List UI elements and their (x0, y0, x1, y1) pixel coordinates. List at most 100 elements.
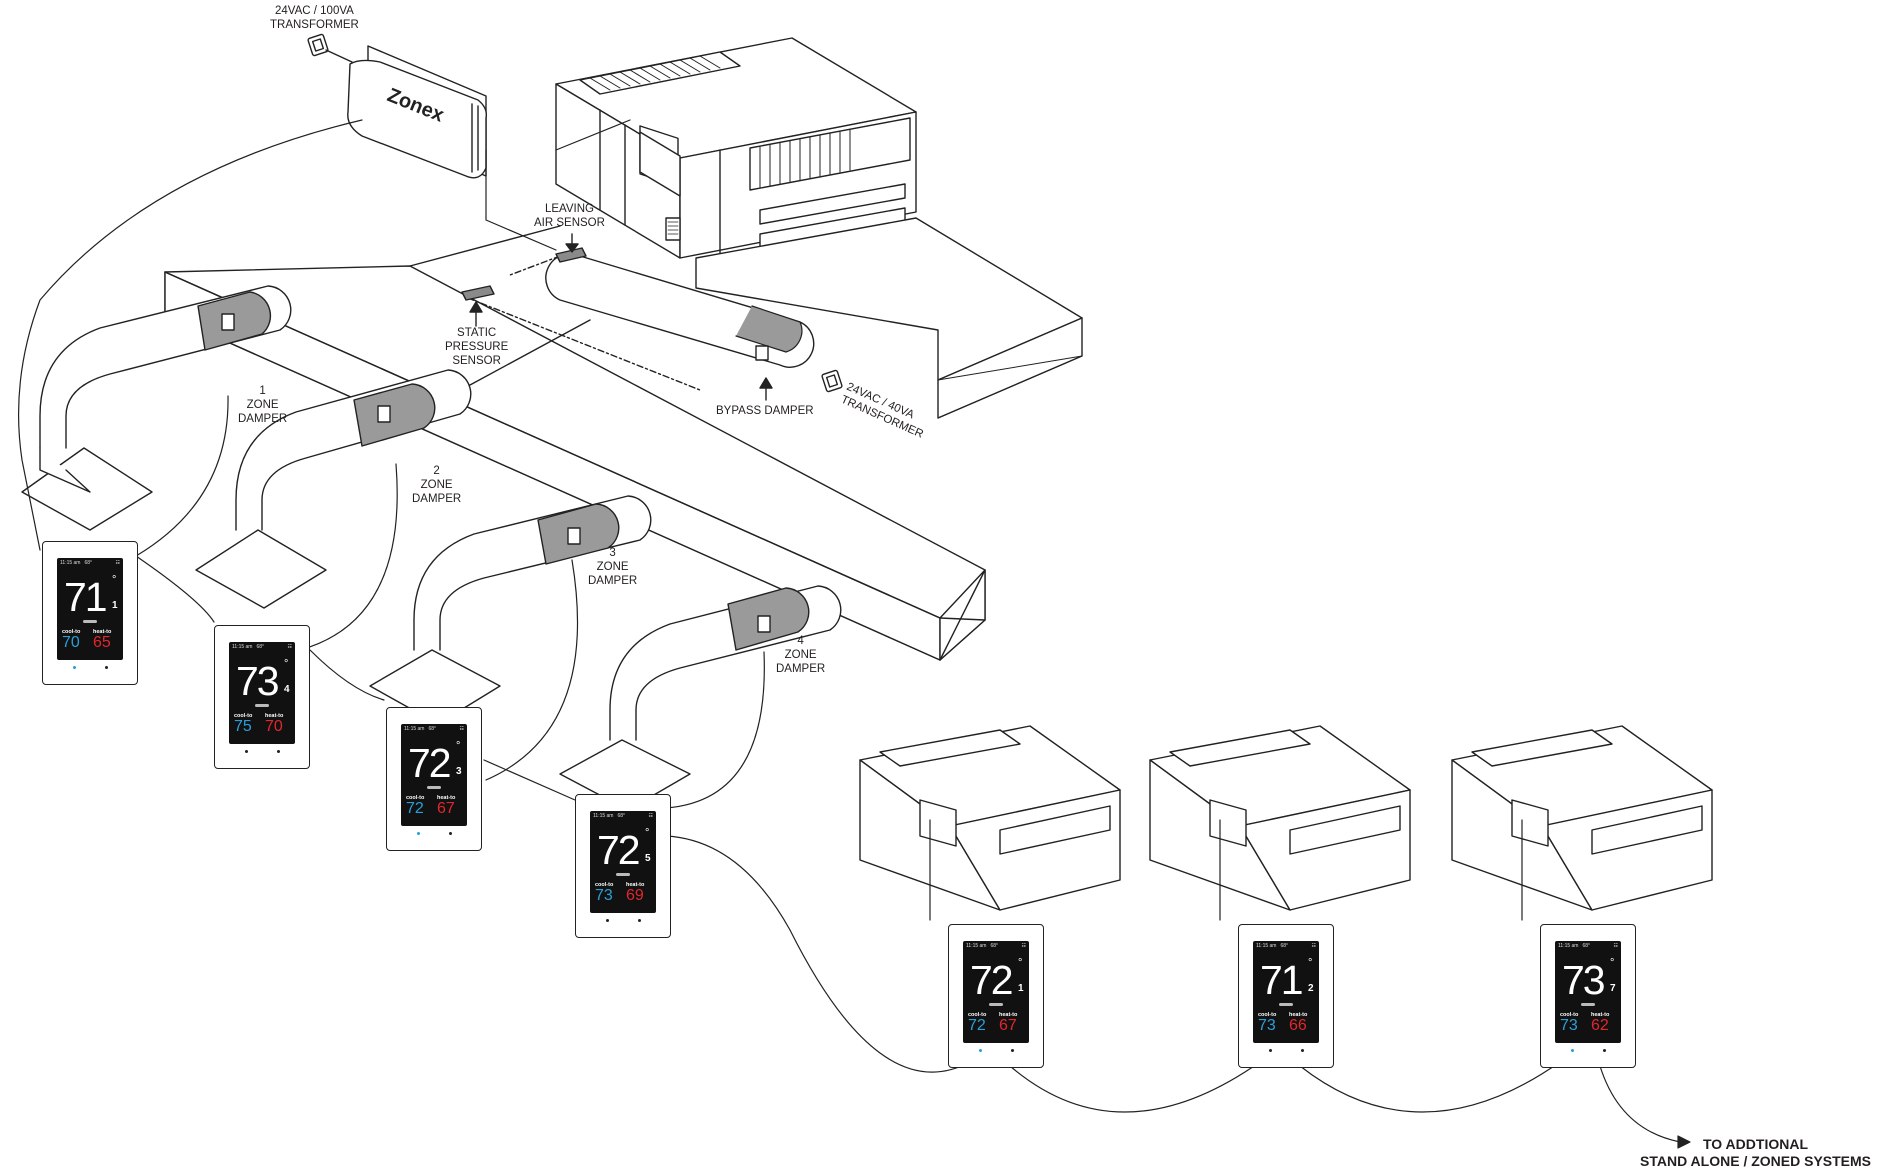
static-pressure-sensor-label: STATIC PRESSURE SENSOR (445, 327, 509, 367)
zone-number: 2 (1308, 983, 1314, 994)
degree-symbol: ° (1610, 957, 1615, 969)
cool-setpoint[interactable]: 73 (1560, 1017, 1578, 1034)
bypass-damper-arrow (759, 377, 773, 401)
leaving-air-sensor (555, 233, 587, 263)
leaving-air-sensor-label: LEAVING AIR SENSOR (534, 203, 605, 229)
supply-trunk (164, 225, 986, 661)
indicator-dots (576, 919, 672, 925)
divider-pill (255, 704, 269, 707)
menu-icon[interactable]: ☷ (115, 560, 120, 566)
zone-number: 7 (1610, 983, 1616, 994)
current-temperature: 72 (970, 957, 1014, 1003)
current-temperature: 72 (408, 740, 452, 786)
cool-to-label: cool-to (1560, 1012, 1579, 1018)
heat-setpoint[interactable]: 67 (437, 800, 455, 817)
additional-systems-label: TO ADDTIONAL STAND ALONE / ZONED SYSTEMS (1640, 1136, 1872, 1169)
indicator-dots (43, 666, 139, 672)
degree-symbol: ° (1018, 957, 1023, 969)
divider-pill (616, 873, 630, 876)
zone-number: 4 (284, 684, 290, 695)
indicator-dots (1239, 1049, 1335, 1055)
zone-1-damper-label: 1 ZONE DAMPER (238, 385, 288, 425)
divider-pill (1279, 1003, 1293, 1006)
menu-icon[interactable]: ☷ (287, 644, 292, 650)
zone-number: 3 (456, 766, 462, 777)
menu-icon[interactable]: ☷ (1311, 943, 1316, 949)
cool-setpoint[interactable]: 72 (968, 1017, 986, 1034)
cool-setpoint[interactable]: 75 (234, 718, 252, 735)
zone-duct-3 (369, 495, 652, 725)
divider-pill (989, 1003, 1003, 1006)
standalone-unit-1 (859, 725, 1121, 911)
zone-number: 1 (112, 600, 118, 611)
current-temperature: 72 (597, 827, 641, 873)
bypass-damper-label: BYPASS DAMPER (716, 405, 814, 417)
heat-setpoint[interactable]: 67 (999, 1017, 1017, 1034)
current-temperature: 73 (1562, 957, 1606, 1003)
zone-duct-4 (559, 585, 842, 811)
current-temperature: 73 (236, 658, 280, 704)
heat-setpoint[interactable]: 65 (93, 634, 111, 651)
transformer-100va-label: 24VAC / 100VA TRANSFORMER (270, 5, 359, 31)
current-temperature: 71 (1260, 957, 1304, 1003)
indicator-dots (1541, 1049, 1637, 1055)
menu-icon[interactable]: ☷ (1613, 943, 1618, 949)
degree-symbol: ° (112, 574, 117, 586)
divider-pill (1581, 1003, 1595, 1006)
cool-to-label: cool-to (968, 1012, 987, 1018)
divider-pill (427, 786, 441, 789)
zone-2-damper-label: 2 ZONE DAMPER (412, 465, 462, 505)
zonex-controller: Zonex (347, 45, 488, 179)
cool-setpoint[interactable]: 70 (62, 634, 80, 651)
heat-to-label: heat-to (1591, 1012, 1610, 1018)
cool-to-label: cool-to (1258, 1012, 1277, 1018)
degree-symbol: ° (645, 827, 650, 839)
menu-icon[interactable]: ☷ (648, 813, 653, 819)
heat-setpoint[interactable]: 70 (265, 718, 283, 735)
indicator-dots (949, 1049, 1045, 1055)
degree-symbol: ° (284, 658, 289, 670)
heat-setpoint[interactable]: 66 (1289, 1017, 1307, 1034)
cool-to-label: cool-to (595, 882, 614, 888)
indicator-dots (387, 832, 483, 838)
cool-to-label: cool-to (234, 713, 253, 719)
main-hvac-unit (555, 37, 1083, 419)
static-pressure-sensor (461, 285, 495, 327)
cool-setpoint[interactable]: 72 (406, 800, 424, 817)
cool-setpoint[interactable]: 73 (595, 887, 613, 904)
indicator-dots (215, 750, 311, 756)
current-temperature: 71 (64, 574, 108, 620)
menu-icon[interactable]: ☷ (459, 726, 464, 732)
degree-symbol: ° (1308, 957, 1313, 969)
heat-setpoint[interactable]: 69 (626, 887, 644, 904)
menu-icon[interactable]: ☷ (1021, 943, 1026, 949)
heat-setpoint[interactable]: 62 (1591, 1017, 1609, 1034)
zone-number: 1 (1018, 983, 1024, 994)
cool-setpoint[interactable]: 73 (1258, 1017, 1276, 1034)
bypass-duct (467, 253, 815, 391)
degree-symbol: ° (456, 740, 461, 752)
zone-duct-1 (21, 285, 292, 531)
cool-to-label: cool-to (406, 795, 425, 801)
standalone-unit-2 (1149, 725, 1411, 911)
